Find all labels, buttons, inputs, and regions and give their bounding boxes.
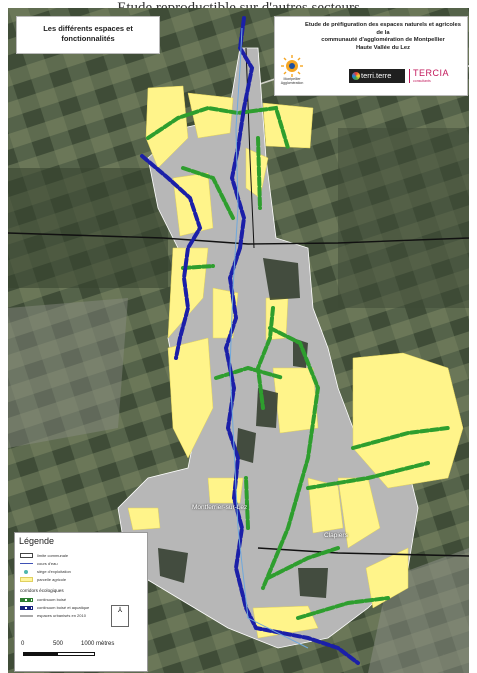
blue-corridor [140,154,203,360]
legend-label: siège d'exploitation [37,569,71,574]
legend-swatch [20,553,33,559]
legend-swatch [20,614,33,617]
legend-swatch [20,577,33,583]
green-corridor [306,461,430,490]
legend-item-cours-eau: cours d'eau [20,561,58,567]
legend-item-urbanise: espaces urbanisés en 2010 [20,613,86,619]
town-label-montferrier: Montferrier-sur-Lez [192,504,248,511]
wood-patch [236,428,256,463]
green-corridor [351,426,450,450]
scale-label-500: 500 [53,641,64,647]
town-label-clapiers: Clapiers [324,532,348,539]
scale-segment [57,652,95,656]
wood-patch [293,338,308,368]
legend-item-siege: siège d'exploitation [20,569,71,575]
montpellier-logo-caption: Montpellier Agglomération [280,77,304,85]
green-corridor [296,596,390,620]
legend-label: continuum boisé et aquatique [37,605,90,610]
urban-periphery [8,298,128,448]
parcel [167,337,214,459]
map-legend: Légende limite communale cours d'eau siè… [14,532,148,672]
terri-terre-logo: terri.terre [349,69,405,83]
legend-item-continuum-aquatique: continuum boisé et aquatique [20,605,89,611]
map-canvas[interactable]: Montferrier-sur-Lez Clapiers Les différe… [8,8,469,673]
legend-title: Légende [19,536,55,546]
legend-label: cours d'eau [37,561,58,566]
agricultural-parcels [127,85,464,639]
legend-label: limite communale [37,553,69,558]
parcel [207,477,244,504]
blue-corridors [140,16,360,665]
parcel [352,352,464,489]
study-info-box: Etude de préfiguration des espaces natur… [274,16,468,96]
green-corridor [261,326,321,590]
parcel [262,102,314,149]
blue-corridor [223,246,360,665]
terri-terre-logo-icon [352,72,360,80]
map-svg [8,8,469,673]
parcel [187,92,234,139]
map-title-line1: Les différents espaces et [43,24,133,33]
legend-swatch [20,605,33,610]
parcel [127,507,161,531]
logo-separator [409,69,410,83]
wood-patch [298,568,328,598]
terrain-dark-east [338,128,469,308]
legend-label: parcelle agricole [37,577,67,582]
legend-label: continuum boisé [37,597,67,602]
wooded-patches [158,258,328,598]
green-corridor [146,105,290,150]
wood-patch [158,548,188,583]
terrain-dark-hills [8,168,168,288]
green-corridor [244,476,250,530]
legend-item-continuum-boise: continuum boisé [20,597,66,603]
map-title-line2: fonctionnalités [61,34,115,43]
commune-boundary [8,232,469,245]
montpellier-logo-icon [281,55,303,77]
map-title-box: Les différents espaces et fonctionnalité… [16,16,160,54]
commune-boundary [257,547,469,557]
study-title-line2: communauté d'agglomération de Montpellie… [321,37,445,43]
tercia-logo-subtitle: consultants [413,79,431,83]
scale-segment [23,652,57,656]
legend-swatch [24,569,28,574]
green-corridor [214,365,285,380]
green-corridors [146,105,450,620]
terri-terre-logo-text: terri.terre [361,71,392,80]
legend-swatch [20,597,33,602]
study-title-line3: Haute Vallée du Lez [355,44,411,51]
legend-swatch [20,563,33,565]
green-corridor [181,264,215,270]
legend-item-limite: limite communale [20,553,68,559]
parcel [272,367,319,434]
legend-label: espaces urbanisés en 2010 [37,613,86,618]
wood-patch [256,388,278,428]
green-corridor [256,136,262,210]
legend-section-corridors: corridors écologiques [20,588,64,593]
green-corridor [181,166,235,220]
study-title: Etude de préfiguration des espaces natur… [275,17,467,52]
legend-item-parcelle: parcelle agricole [20,577,66,583]
north-arrow-icon: ⅄ [111,605,129,627]
scale-bar: 0 500 1000 mètres [21,641,141,663]
blue-corridor [229,16,255,250]
tercia-logo: TERCIA [413,68,450,78]
green-corridor [255,306,275,410]
wood-patch [263,258,300,300]
scale-label-1000: 1000 mètres [81,641,115,647]
green-corridor [266,546,340,580]
scale-label-0: 0 [21,641,25,647]
river [229,27,309,649]
study-title-line1: Etude de préfiguration des espaces natur… [305,22,461,36]
